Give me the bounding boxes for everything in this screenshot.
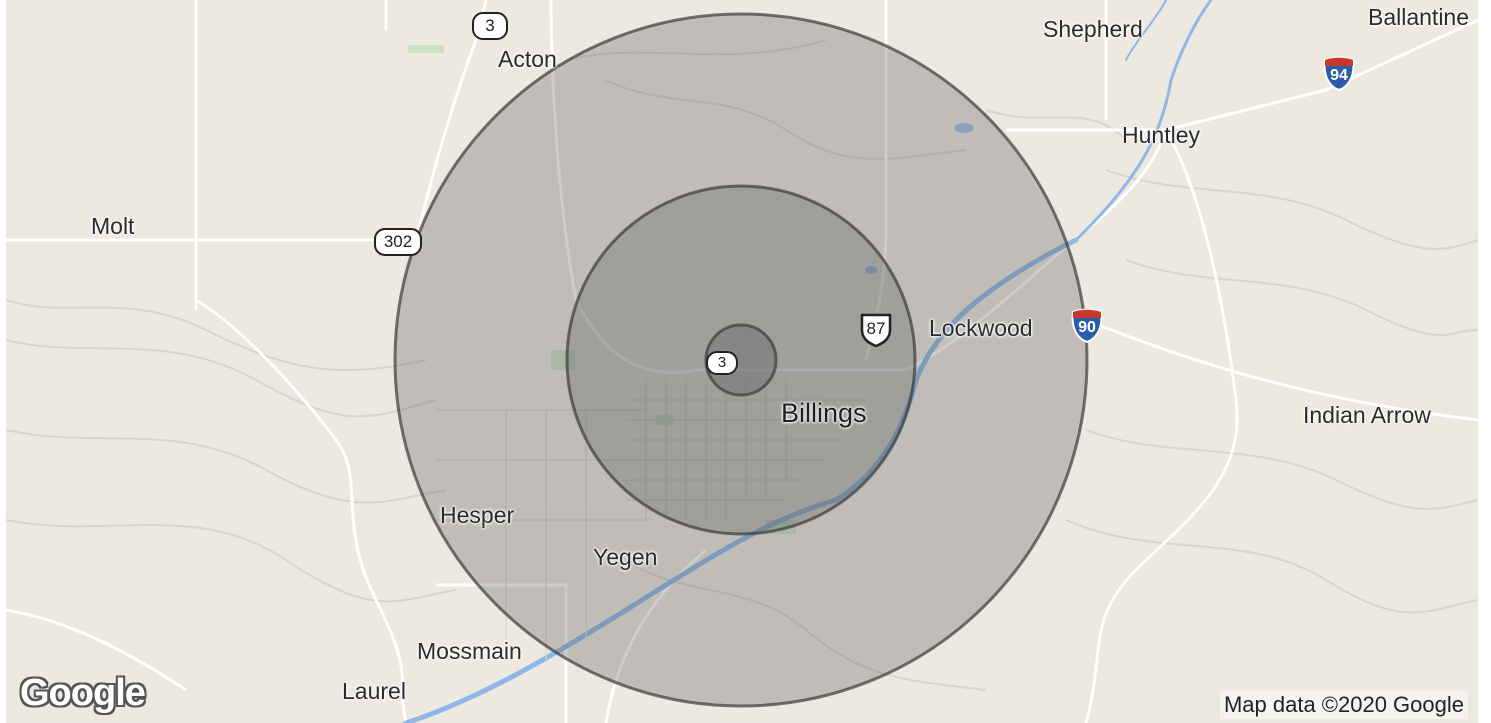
map-base <box>6 0 1478 723</box>
place-label-molt: Molt <box>91 213 135 239</box>
outer-radius-ring[interactable] <box>393 12 1089 708</box>
middle-radius-ring[interactable] <box>565 184 917 536</box>
place-label-mossmain: Mossmain <box>417 638 522 664</box>
us-route-87-shield: 87 <box>859 312 893 348</box>
place-label-indian-arrow: Indian Arrow <box>1303 402 1431 428</box>
place-label-billings: Billings <box>781 398 867 428</box>
river <box>403 0 1213 723</box>
state-route-3-center-shield: 3 <box>706 351 738 375</box>
place-label-shepherd: Shepherd <box>1043 16 1143 42</box>
place-label-laurel: Laurel <box>342 678 406 704</box>
radius-rings <box>393 12 1089 708</box>
terrain-relief <box>6 39 1478 691</box>
place-label-lockwood: Lockwood <box>929 315 1033 341</box>
state-route-302-shield: 302 <box>374 228 422 256</box>
map-canvas[interactable]: Acton Shepherd Ballantine Huntley Molt L… <box>6 0 1478 723</box>
state-route-3-north-shield: 3 <box>472 12 508 40</box>
place-label-acton: Acton <box>498 46 557 72</box>
place-label-hesper: Hesper <box>440 502 515 528</box>
roads <box>6 0 1478 723</box>
interstate-94-shield: 94 <box>1322 56 1356 92</box>
city-grid <box>436 380 866 660</box>
place-label-ballantine: Ballantine <box>1368 4 1470 30</box>
map-attribution[interactable]: Map data ©2020 Google <box>1219 691 1468 719</box>
lakes <box>865 123 974 274</box>
interstate-90-shield: 90 <box>1070 308 1104 344</box>
place-label-huntley: Huntley <box>1122 122 1200 148</box>
google-logo[interactable]: Google <box>20 672 146 714</box>
place-label-yegen: Yegen <box>593 544 658 570</box>
land-area <box>6 0 1478 723</box>
